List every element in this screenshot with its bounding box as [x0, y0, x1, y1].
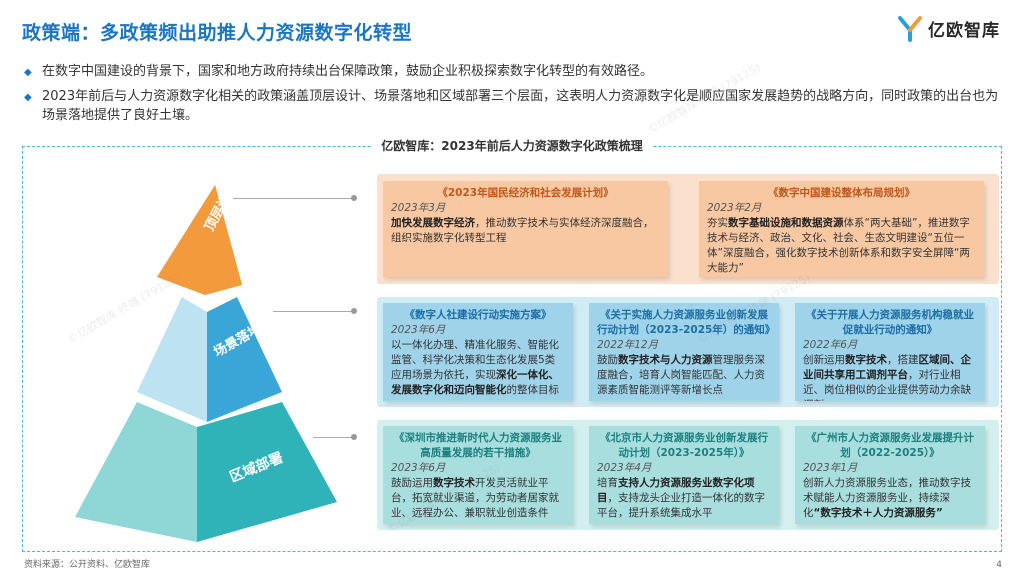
pyramid-middle-left	[137, 297, 207, 422]
card-title: 《2023年国民经济和社会发展计划》	[391, 186, 660, 201]
policy-card: 《关于开展人力资源服务机构稳就业促就业行动的通知》 2022年6月 创新运用数字…	[795, 303, 985, 401]
card-text: 鼓励数字技术与人力资源管理服务深度融合，培育人岗智能匹配、人力资源素质智能测评等…	[597, 353, 771, 398]
connector-line	[313, 437, 353, 438]
card-text: 创新人力资源服务业态，推动数字技术赋能人力资源服务业，持续深化“数字技术＋人力资…	[803, 476, 977, 521]
card-date: 2023年1月	[803, 461, 977, 476]
card-date: 2023年6月	[391, 323, 565, 338]
card-title: 《广州市人力资源服务业发展提升计划（2022-2025）》	[803, 431, 977, 461]
page-number: 4	[996, 560, 1002, 570]
page-title: 政策端：多政策频出助推人力资源数字化转型	[22, 18, 412, 45]
card-title: 《深圳市推进新时代人力资源服务业高质量发展的若干措施》	[391, 431, 565, 461]
connector-line	[273, 311, 353, 312]
source-note: 资料来源：公开资料、亿欧智库	[24, 557, 150, 570]
policy-card: 《北京市人力资源服务业创新发展行动计划（2023-2025年）》 2023年4月…	[589, 426, 779, 524]
bullet-text: 2023年前后与人力资源数字化相关的政策涵盖顶层设计、场景落地和区域部署三个层面…	[42, 87, 1008, 125]
intro-bullets: ◆ 在数字中国建设的背景下，国家和地方政府持续出台保障政策，鼓励企业积极探索数字…	[24, 62, 1008, 130]
card-title: 《数字人社建设行动实施方案》	[391, 308, 565, 323]
policy-card: 《数字中国建设整体布局规划》 2023年2月 夯实数字基础设施和数据资源体系“两…	[699, 181, 984, 277]
pyramid-diagram: 顶层设计 场景落地 区域部署	[37, 157, 377, 542]
card-text: 以一体化办理、精准化服务、智能化监管、科学化决策和生态化发展5类应用场景为依托，…	[391, 338, 565, 398]
connector-line	[233, 198, 353, 199]
card-text: 夯实数字基础设施和数据资源体系“两大基础”，推进数字技术与经济、政治、文化、社会…	[707, 216, 976, 276]
policy-card: 《广州市人力资源服务业发展提升计划（2022-2025）》 2023年1月 创新…	[795, 426, 985, 524]
policy-card: 《2023年国民经济和社会发展计划》 2023年3月 加快发展数字经济，推动数字…	[383, 181, 668, 277]
card-title: 《关于开展人力资源服务机构稳就业促就业行动的通知》	[803, 308, 977, 338]
card-date: 2022年6月	[803, 338, 977, 353]
card-date: 2022年12月	[597, 338, 771, 353]
card-text: 培育支持人力资源服务业数字化项目，支持龙头企业打造一体化的数字平台，提升系统集成…	[597, 476, 771, 521]
policy-frame: 亿欧智库：2023年前后人力资源数字化政策梳理 顶层设计 场景落地 区域部署 《…	[22, 146, 1002, 552]
logo-icon	[896, 14, 924, 42]
connector-dot	[351, 434, 357, 440]
card-title: 《北京市人力资源服务业创新发展行动计划（2023-2025年）》	[597, 431, 771, 461]
diamond-icon: ◆	[24, 87, 42, 125]
card-title: 《数字中国建设整体布局规划》	[707, 186, 976, 201]
card-date: 2023年2月	[707, 201, 976, 216]
card-date: 2023年4月	[597, 461, 771, 476]
connector-dot	[351, 308, 357, 314]
logo-text: 亿欧智库	[928, 16, 1000, 41]
brand-logo: 亿欧智库	[896, 14, 1000, 42]
diamond-icon: ◆	[24, 62, 42, 82]
card-text: 加快发展数字经济，推动数字技术与实体经济深度融合，组织实施数字化转型工程	[391, 216, 660, 246]
bullet-text: 在数字中国建设的背景下，国家和地方政府持续出台保障政策，鼓励企业积极探索数字化转…	[42, 62, 653, 82]
connector-dot	[351, 195, 357, 201]
card-text: 创新运用数字技术，搭建区域间、企业间共享用工调剂平台，对行业相近、岗位相似的企业…	[803, 353, 977, 401]
bullet-item: ◆ 2023年前后与人力资源数字化相关的政策涵盖顶层设计、场景落地和区域部署三个…	[24, 87, 1008, 125]
policy-card: 《数字人社建设行动实施方案》 2023年6月 以一体化办理、精准化服务、智能化监…	[383, 303, 573, 401]
frame-title: 亿欧智库：2023年前后人力资源数字化政策梳理	[371, 137, 652, 154]
card-date: 2023年3月	[391, 201, 660, 216]
bullet-item: ◆ 在数字中国建设的背景下，国家和地方政府持续出台保障政策，鼓励企业积极探索数字…	[24, 62, 1008, 82]
pyramid-bottom-left	[75, 402, 197, 542]
